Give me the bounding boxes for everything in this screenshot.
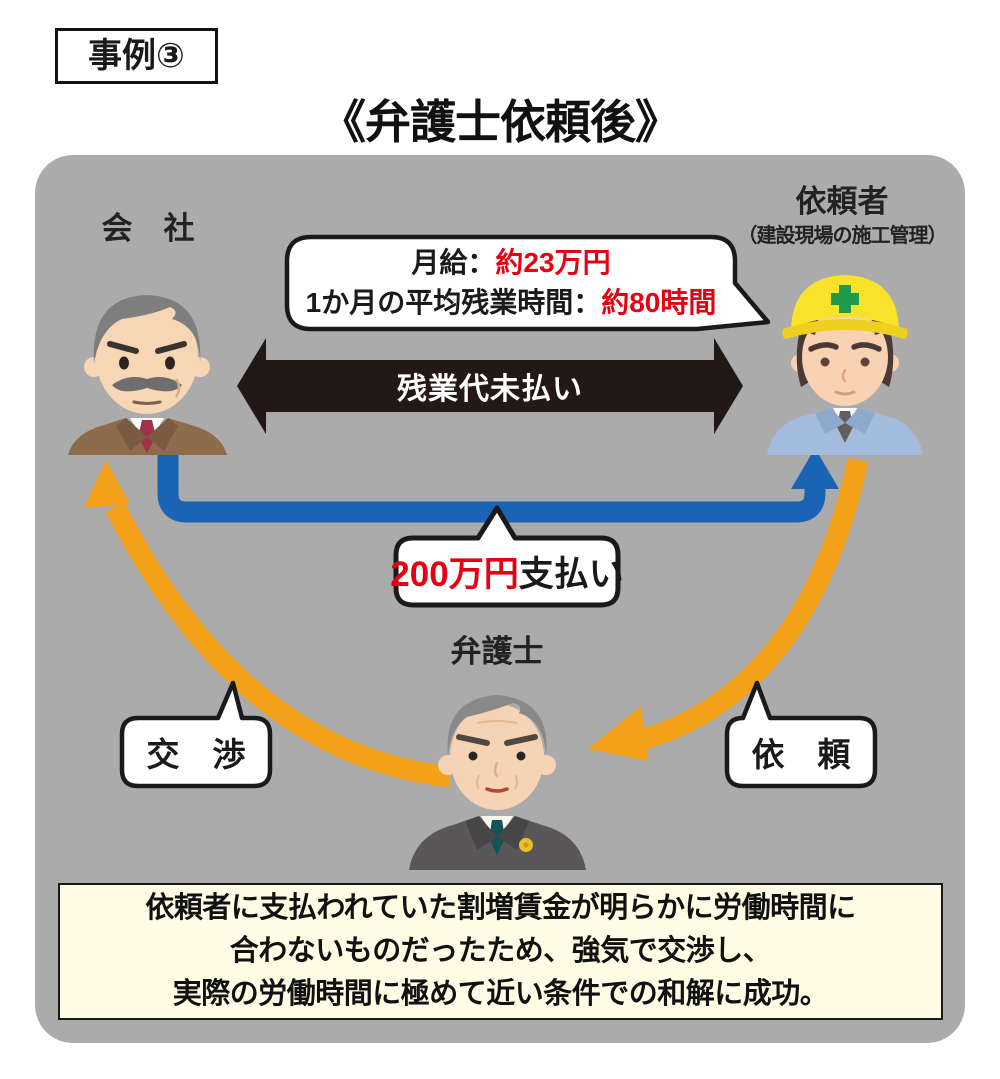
payment-bubble-shape (393, 505, 621, 608)
client-label-sub: （建設現場の施工管理） (737, 225, 948, 247)
payment-arrow-head (791, 448, 839, 489)
client-avatar (767, 275, 923, 455)
summary-box: 依頼者に支払われていた割増賃金が明らかに労働時間に 合わないものだったため、強気… (58, 883, 943, 1020)
summary-line-3: 実際の労働時間に極めて近い条件での和解に成功。 (172, 978, 829, 1010)
salary-line1: 月給：約23万円 (411, 243, 610, 283)
salary-line1-value: 約23万円 (495, 247, 611, 278)
payment-bubble: 200万円支払い (390, 540, 623, 603)
request-arrow-head (588, 706, 648, 761)
negotiation-bubble-shape (119, 680, 273, 789)
salary-bubble-shape (284, 234, 771, 332)
lawyer-avatar (409, 695, 586, 870)
unpaid-arrow-label: 残業代未払い (397, 373, 583, 406)
request-bubble-shape (724, 680, 878, 789)
payment-suffix: 支払い (518, 555, 624, 594)
salary-line2: 1か月の平均残業時間：約80時間 (306, 283, 717, 323)
negotiation-arrow-line (105, 502, 452, 788)
negotiation-bubble: 交 渉 (146, 736, 246, 773)
summary-line-2: 合わないものだったため、強気で交渉し、 (229, 935, 772, 967)
salary-bubble: 月給：約23万円 1か月の平均残業時間：約80時間 (287, 239, 735, 327)
company-label: 会 社 (101, 211, 195, 246)
unpaid-double-arrow (237, 338, 743, 434)
salary-line2-value: 約80時間 (601, 287, 717, 318)
connector-arrows (84, 234, 878, 789)
case-badge-label: 事例③ (88, 37, 185, 75)
salary-line2-label: 1か月の平均残業時間： (305, 287, 602, 318)
request-bubble: 依 頼 (751, 736, 851, 773)
request-arrow-line (624, 457, 869, 755)
payment-value: 200万円 (390, 555, 519, 594)
case-badge: 事例③ (55, 28, 218, 84)
payment-arrow-line (157, 452, 826, 523)
salary-line1-label: 月給： (411, 247, 496, 278)
page-title: 《弁護士依頼後》 (320, 96, 681, 148)
company-avatar (68, 295, 227, 455)
lawyer-label: 弁護士 (450, 634, 544, 669)
summary-line-1: 依頼者に支払われていた割増賃金が明らかに労働時間に (145, 892, 856, 924)
negotiation-arrow-head (84, 460, 130, 508)
diagram-panel: 会 社 依頼者 （建設現場の施工管理） 弁護士 月給：約23万円 1か月の平均残… (35, 155, 965, 1043)
client-label: 依頼者 （建設現場の施工管理） (712, 185, 972, 253)
client-label-main: 依頼者 (795, 184, 889, 219)
